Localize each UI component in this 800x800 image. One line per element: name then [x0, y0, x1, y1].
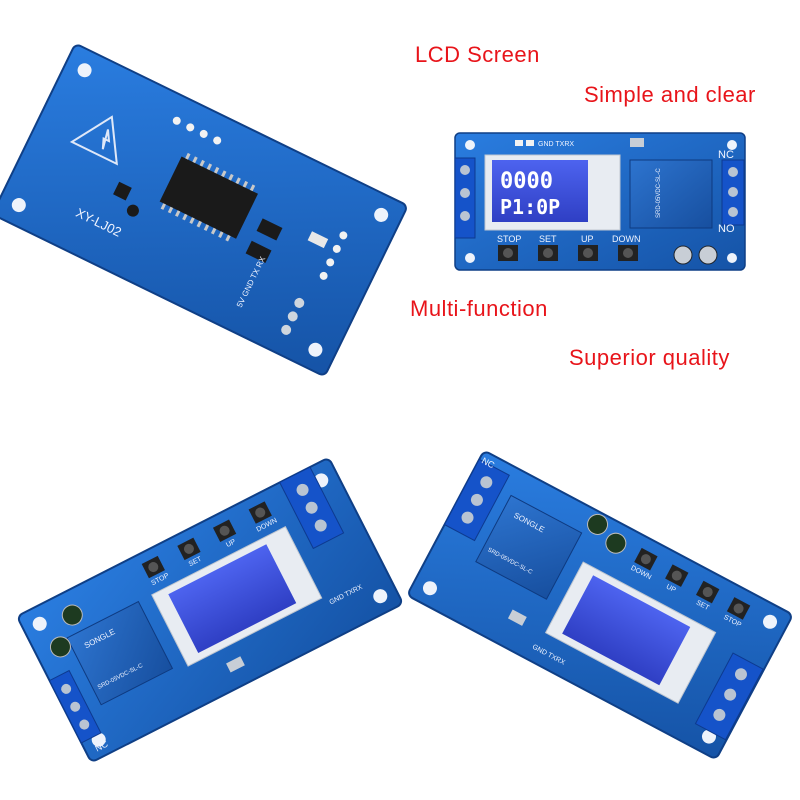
- caption-simple-clear: Simple and clear: [584, 82, 756, 107]
- board-front-view: NC NO GND TXRX 0000 P1:0P SRD-05VDC-SL-C…: [454, 132, 746, 271]
- left-button-up: UP: [225, 538, 237, 549]
- header-label: GND TXRX: [538, 141, 574, 148]
- front-button-row: [498, 245, 638, 261]
- button-label-set: SET: [539, 234, 557, 244]
- lcd-line2: P1:0P: [500, 195, 560, 219]
- board-top-view: XY-LJ02 5V GND TX RX: [0, 44, 407, 376]
- button-label-down: DOWN: [612, 234, 641, 244]
- caption-multi-function: Multi-function: [410, 296, 548, 321]
- caption-lcd-screen: LCD Screen: [415, 42, 540, 67]
- lcd-line1: 0000: [500, 169, 553, 194]
- caption-superior-quality: Superior quality: [569, 345, 730, 370]
- relay-text: SRD-05VDC-SL-C: [656, 168, 662, 218]
- relay: [629, 159, 713, 229]
- board-left-angle: SONGLE SRD-05VDC-SL-C GND TXRX NC STOP S…: [17, 458, 403, 762]
- button-label-stop: STOP: [497, 234, 521, 244]
- microcontroller-chip: [159, 156, 258, 239]
- warning-icon: [69, 115, 118, 166]
- terminal-nc-label: NC: [718, 149, 734, 161]
- right-button-up: UP: [665, 583, 677, 594]
- board-right-angle: SONGLE SRD-05VDC-SL-C GND TXRX NC DOWN U…: [408, 451, 792, 759]
- usb-port: [630, 138, 644, 147]
- button-label-up: UP: [581, 234, 594, 244]
- lcd-screen: [492, 160, 588, 222]
- terminal-no-label: NO: [718, 223, 735, 235]
